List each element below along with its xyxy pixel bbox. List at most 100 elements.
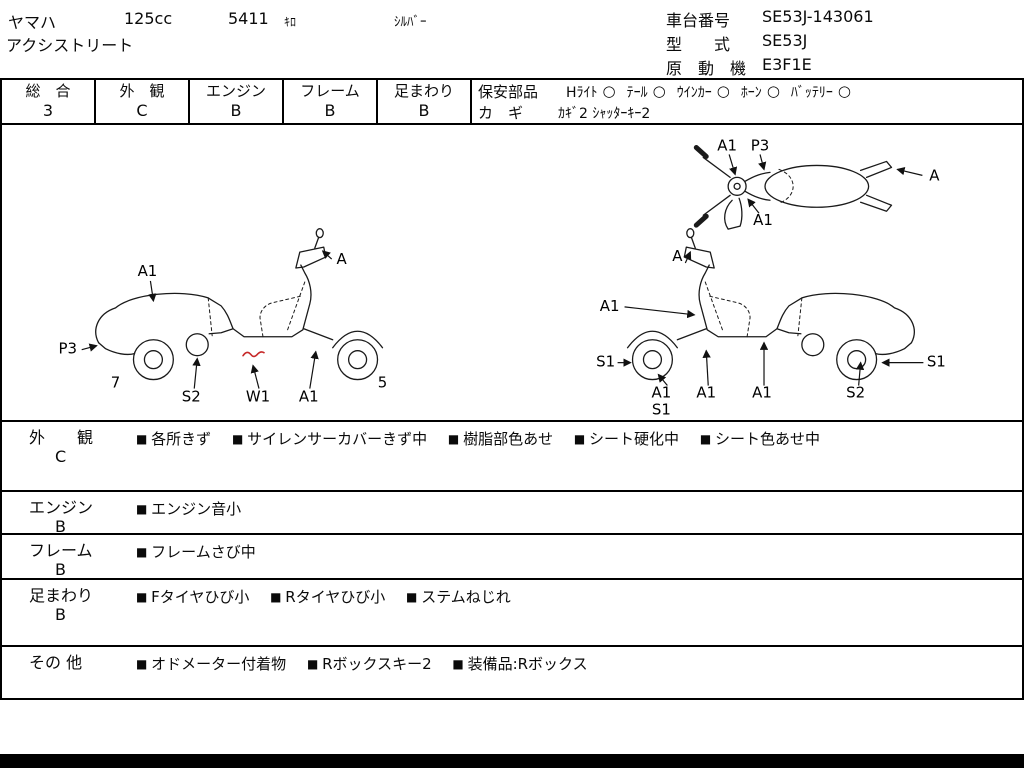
- ratings-row: 総 合 3 外 観 C エンジン B フレーム B 足まわり B 保安部品: [2, 78, 1022, 125]
- condition-row-undercarriage: 足まわり B Fタイヤひび小 Rタイヤひび小 ステムねじれ: [2, 578, 1022, 645]
- rating-undercarriage: 足まわり B: [378, 80, 472, 123]
- condition-row-undercarriage-head: 足まわり B: [2, 586, 136, 645]
- safety-parts-label: 保安部品: [478, 83, 539, 101]
- condition-grade: B: [55, 605, 66, 624]
- condition-label: その 他: [29, 653, 83, 672]
- condition-row-exterior: 外 観 C 各所きず サイレンサーカバーきず中 樹脂部色あせ シート硬化中 シー…: [2, 420, 1022, 490]
- condition-grade: B: [55, 560, 66, 579]
- condition-note: Rボックスキー2: [307, 655, 432, 673]
- bottom-scan-bar: [0, 754, 1024, 768]
- condition-note: シート色あせ中: [700, 430, 820, 448]
- condition-note: 樹脂部色あせ: [448, 430, 553, 448]
- label-left-a1-seat: A1: [138, 262, 158, 280]
- rating-overall-label: 総 合: [25, 82, 71, 100]
- maker-name: ヤマハ: [8, 13, 57, 32]
- label-left-s2: S2: [182, 387, 201, 405]
- rating-frame-label: フレーム: [300, 82, 360, 100]
- rating-exterior-value: C: [136, 101, 148, 120]
- safety-item-battery: ﾊﾞｯﾃﾘｰ ○: [791, 82, 851, 102]
- label-right-a1-body: A1: [696, 384, 716, 402]
- safety-item-tail-mark: ○: [652, 82, 666, 100]
- chassis-number-row: 車台番号 SE53J-143061: [666, 7, 874, 31]
- model-code-value: SE53J: [762, 31, 808, 50]
- condition-notes: フレームさび中: [136, 541, 1022, 578]
- model-name: アクシストリート: [6, 36, 134, 55]
- condition-note: サイレンサーカバーきず中: [232, 430, 427, 448]
- label-left-w1: W1: [246, 387, 270, 405]
- damage-diagram-area: A1 P3 A A1 A1 A P3 7 S2 W1 A1 5 A A1 S1 …: [2, 125, 1022, 420]
- rating-exterior-label: 外 観: [119, 82, 165, 100]
- rating-undercarriage-value: B: [418, 101, 430, 120]
- annotation-arrows: [81, 154, 924, 389]
- rating-frame-value: B: [324, 101, 336, 120]
- rating-exterior: 外 観 C: [96, 80, 190, 123]
- chassis-number-value: SE53J-143061: [762, 7, 874, 26]
- safety-item-battery-name: ﾊﾞｯﾃﾘｰ: [790, 84, 833, 101]
- mileage-unit: ｷﾛ: [284, 15, 297, 29]
- body-color: ｼﾙﾊﾞｰ: [394, 15, 427, 30]
- mileage-value: 5411: [228, 9, 269, 28]
- rating-engine: エンジン B: [190, 80, 284, 123]
- condition-label: フレーム: [29, 541, 93, 560]
- condition-notes: エンジン音小: [136, 498, 1022, 533]
- condition-notes: Fタイヤひび小 Rタイヤひび小 ステムねじれ: [136, 586, 1022, 645]
- label-right-a1-frontwheel: A1: [652, 384, 672, 402]
- displacement: 125cc: [124, 9, 173, 28]
- safety-item-headlight: Hﾗｲﾄ ○: [566, 82, 616, 102]
- key-label: カ ギ: [478, 104, 524, 122]
- condition-note: オドメーター付着物: [136, 655, 286, 673]
- condition-note: 装備品:Rボックス: [452, 655, 588, 673]
- condition-row-exterior-head: 外 観 C: [2, 428, 136, 490]
- model-code-row: 型 式 SE53J: [666, 31, 874, 55]
- condition-grade: C: [55, 447, 67, 466]
- engine-code-value: E3F1E: [762, 55, 812, 74]
- safety-item-tail: ﾃｰﾙ ○: [627, 82, 666, 102]
- condition-label: 外 観: [29, 428, 94, 447]
- rating-undercarriage-label: 足まわり: [393, 82, 454, 100]
- safety-parts-block: 保安部品 Hﾗｲﾄ ○ ﾃｰﾙ ○ ｳｲﾝｶｰ ○ ﾎｰﾝ: [472, 80, 1022, 123]
- condition-row-frame: フレーム B フレームさび中: [2, 533, 1022, 579]
- safety-item-horn-mark: ○: [766, 82, 780, 100]
- label-left-p3-rear: P3: [58, 340, 77, 358]
- rating-frame: フレーム B: [284, 80, 378, 123]
- label-right-a-mirror: A: [672, 247, 683, 265]
- label-left-a1-front: A1: [299, 387, 319, 405]
- safety-item-battery-mark: ○: [837, 82, 851, 100]
- vehicle-identifiers: 車台番号 SE53J-143061 型 式 SE53J 原 動 機 E3F1E: [666, 7, 874, 79]
- label-right-a1-floor: A1: [752, 384, 772, 402]
- safety-item-headlight-name: Hﾗｲﾄ: [566, 84, 598, 101]
- safety-item-horn-name: ﾎｰﾝ: [740, 84, 762, 101]
- rating-overall-value: 3: [42, 101, 54, 120]
- condition-notes: オドメーター付着物 Rボックスキー2 装備品:Rボックス: [136, 653, 1022, 698]
- condition-notes: 各所きず サイレンサーカバーきず中 樹脂部色あせ シート硬化中 シート色あせ中: [136, 428, 1022, 490]
- safety-item-tail-name: ﾃｰﾙ: [626, 84, 648, 101]
- wear-mark: [242, 351, 265, 358]
- rating-engine-label: エンジン: [205, 82, 266, 100]
- condition-row-engine-head: エンジン B: [2, 498, 136, 536]
- label-top-a1-front: A1: [753, 211, 773, 229]
- condition-row-other-head: その 他: [2, 653, 136, 698]
- sheet-header: ヤマハ 125cc 5411 ｷﾛ ｼﾙﾊﾞｰ アクシストリート 車台番号 SE…: [0, 0, 1024, 78]
- rating-engine-value: B: [230, 101, 242, 120]
- engine-code-row: 原 動 機 E3F1E: [666, 55, 874, 79]
- label-right-s1-front: S1: [596, 353, 615, 371]
- condition-note: Rタイヤひび小: [270, 588, 385, 606]
- label-top-a1: A1: [717, 136, 737, 154]
- chassis-number-label: 車台番号: [666, 11, 731, 30]
- label-left-front-wheel-number: 5: [378, 374, 388, 392]
- condition-row-other: その 他 オドメーター付着物 Rボックスキー2 装備品:Rボックス: [2, 645, 1022, 700]
- condition-note: 各所きず: [136, 430, 211, 448]
- label-right-s1-rear: S1: [927, 353, 946, 371]
- condition-grade: B: [55, 517, 66, 536]
- label-left-a-mirror: A: [337, 250, 348, 268]
- condition-row-frame-head: フレーム B: [2, 541, 136, 579]
- label-right-s2-rear: S2: [846, 384, 865, 402]
- label-left-rear-wheel-number: 7: [111, 374, 121, 392]
- safety-item-headlight-mark: ○: [602, 82, 616, 100]
- safety-item-winker-mark: ○: [716, 82, 730, 100]
- label-top-p3: P3: [751, 136, 770, 154]
- condition-note: フレームさび中: [136, 543, 256, 561]
- safety-item-horn: ﾎｰﾝ ○: [741, 82, 780, 102]
- condition-note: エンジン音小: [136, 500, 241, 518]
